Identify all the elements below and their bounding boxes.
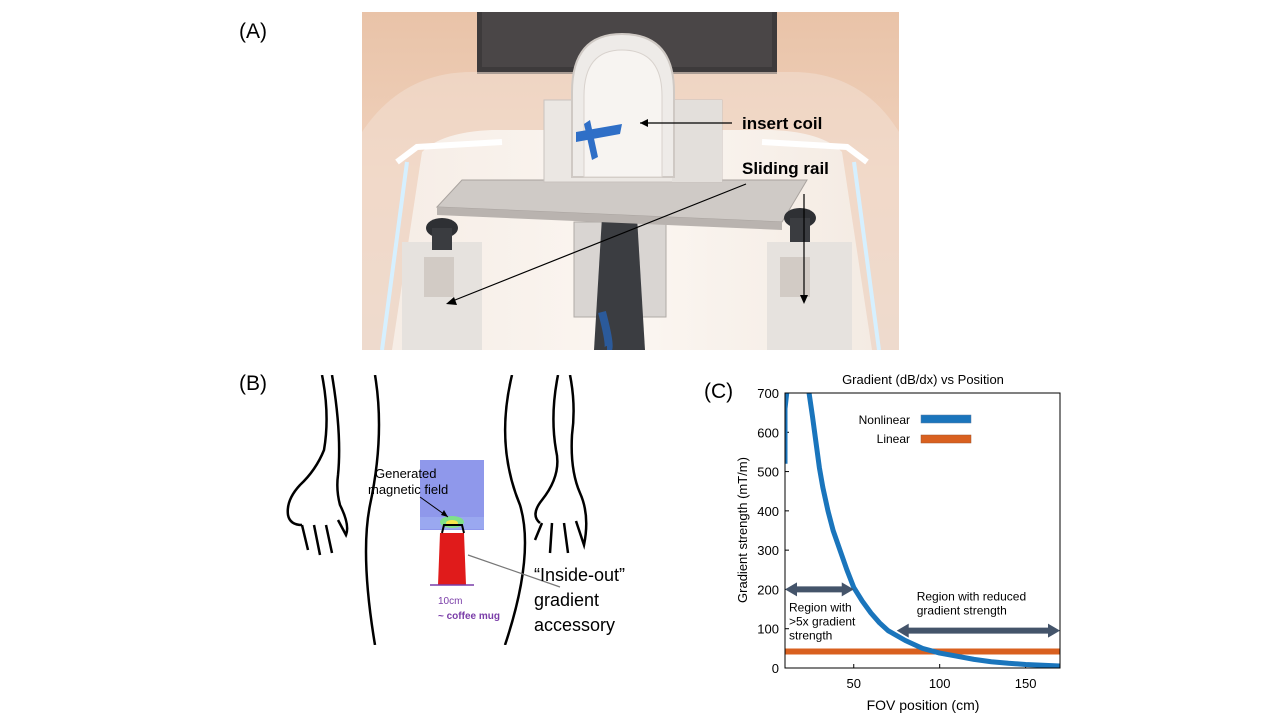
series-nonlinear-line: [806, 393, 1060, 668]
insert-coil-arrowhead: [640, 119, 648, 127]
region-low-arrow-head-right: [1048, 623, 1060, 638]
light-strip-right: [852, 161, 881, 350]
insert-coil-inner: [583, 49, 663, 178]
y-tick-label: 100: [757, 622, 779, 637]
platform-edge: [437, 207, 782, 230]
blue-tape-2: [584, 120, 598, 160]
light-glow-left: [395, 139, 503, 165]
mug-label: ~ coffee mug: [438, 611, 500, 622]
right-torso-outline: [503, 375, 527, 645]
accessory-label-2: gradient: [534, 590, 599, 610]
legend-swatch-nonlinear: [920, 414, 972, 424]
region-high-text-3: strength: [789, 628, 832, 642]
panel-label-a: (A): [239, 20, 267, 43]
legend-label-nonlinear: Nonlinear: [859, 413, 910, 427]
rail-block-left: [424, 257, 454, 297]
region-high-arrow-head-right: [841, 582, 854, 597]
accessory-label-1: “Inside-out”: [534, 565, 625, 585]
knob-left-stem: [432, 228, 452, 250]
cable-bundle: [594, 217, 645, 350]
panel-label-c: (C): [704, 380, 734, 403]
panel-label-b: (B): [239, 372, 267, 395]
series-nonlinear-line-edge: [785, 393, 790, 464]
x-tick-label: 100: [929, 676, 951, 691]
generated-field-label-1: Generated: [375, 466, 436, 481]
y-tick-label: 200: [757, 582, 779, 597]
y-tick-label: 400: [757, 504, 779, 519]
light-glow-right: [761, 139, 869, 165]
accessory-label-3: accessory: [534, 615, 615, 635]
gradient-accessory-mug: [438, 533, 466, 585]
size-label: 10cm: [438, 596, 462, 607]
x-tick-label: 150: [1015, 676, 1037, 691]
region-high-arrow-head-left: [785, 582, 797, 597]
chart-series: [785, 393, 1060, 668]
right-hand-outline: [533, 375, 588, 554]
legend-swatch-linear: [920, 434, 972, 444]
body-outline: [286, 375, 588, 645]
knob-right-stem: [790, 218, 810, 242]
scanner-photo: insert coil Sliding rail: [362, 12, 899, 350]
y-tick-label: 600: [757, 425, 779, 440]
sliding-rail-arrowhead-right: [800, 295, 808, 304]
region-low-text-2: gradient strength: [917, 604, 1007, 618]
y-tick-label: 0: [772, 661, 779, 676]
generated-field-label-2: magnetic field: [368, 482, 448, 497]
y-tick-label: 300: [757, 543, 779, 558]
x-tick-label: 50: [847, 676, 861, 691]
gradient-chart: Gradient (dB/dx) vs Position FOV positio…: [735, 372, 1061, 713]
y-tick-label: 500: [757, 465, 779, 480]
region-high-text-2: >5x gradient: [789, 614, 856, 628]
chart-title: Gradient (dB/dx) vs Position: [842, 372, 1004, 387]
coil-side-block: [672, 100, 722, 182]
body-illustration: Generated magnetic field “Inside-out” gr…: [286, 375, 625, 645]
region-low-text-1: Region with reduced: [917, 590, 1026, 604]
accessory-pointer: [467, 554, 561, 588]
mug-rim: [441, 524, 465, 534]
left-torso-outline: [364, 375, 381, 645]
chart-ylabel: Gradient strength (mT/m): [735, 457, 750, 603]
insert-coil-label: insert coil: [742, 114, 822, 133]
legend-label-linear: Linear: [877, 432, 910, 446]
plot-frame: [784, 392, 1061, 669]
left-arm-outline: [286, 375, 328, 527]
chart-xlabel: FOV position (cm): [867, 697, 980, 713]
left-hand-outline: [300, 375, 349, 556]
rail-block-right: [780, 257, 810, 297]
region-high-text-1: Region with: [789, 600, 852, 614]
sliding-rail-pointer-left: [449, 183, 747, 303]
sliding-rail-arrowhead-left: [446, 297, 457, 305]
right-arm-outline: [534, 375, 560, 524]
field-pointer-arrowhead: [441, 510, 448, 517]
chart-ticks: 0 100 200 300 400 500 600 700 50 100 150: [757, 386, 1036, 691]
light-strip-left: [380, 161, 409, 350]
blue-cable: [598, 310, 613, 350]
sliding-rail-label: Sliding rail: [742, 159, 829, 178]
region-low-arrow-head-left: [896, 623, 909, 638]
y-tick-label: 700: [757, 386, 779, 401]
